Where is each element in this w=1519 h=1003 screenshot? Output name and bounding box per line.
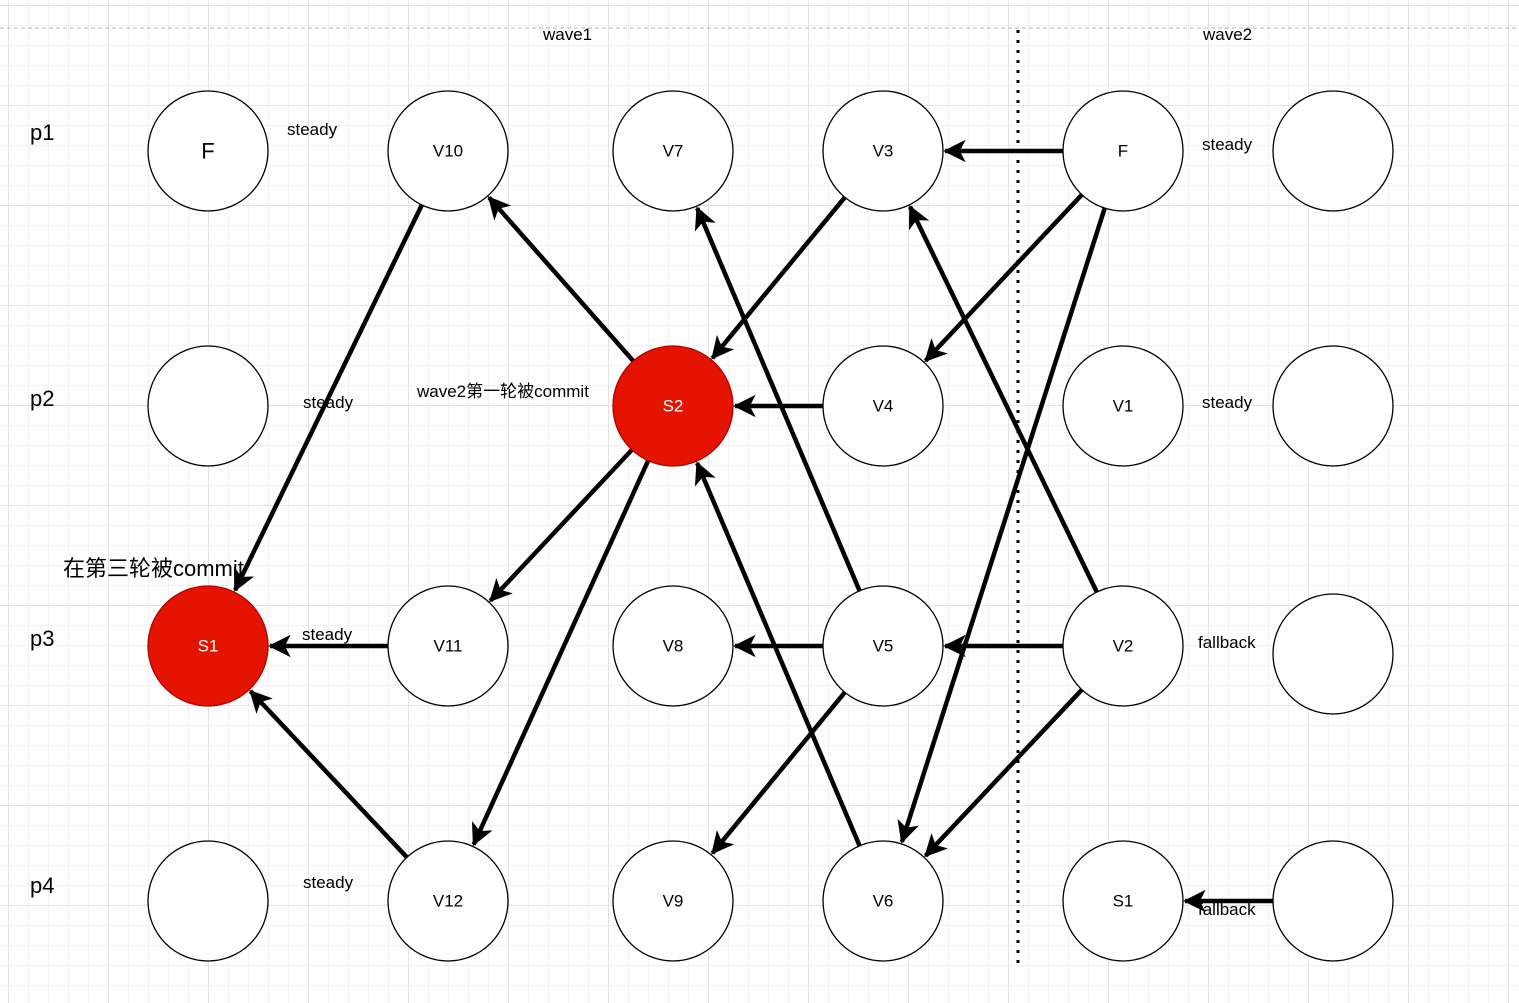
edge-n4_0-to-n3_3 [897, 207, 1107, 844]
edge-n2_1-to-n1_2 [488, 448, 634, 603]
s2-commit-note: wave2第一轮被commit [417, 382, 589, 401]
s1-commit-note: 在第三轮被commit [63, 556, 244, 581]
edge-n4_0-to-n3_1 [923, 193, 1084, 363]
node-label: S1 [1113, 892, 1134, 911]
node-n4_1: V1 [1062, 345, 1184, 467]
steady-label-p1-wave2: steady [1202, 135, 1253, 154]
node-label: V5 [873, 637, 894, 656]
node-n5_2 [1272, 593, 1394, 715]
node-n1_0: V10 [387, 90, 509, 212]
steady-label-p1-wave1: steady [287, 120, 338, 139]
node-circle [822, 90, 944, 212]
node-circle [612, 90, 734, 212]
edge-n2_1-to-n1_0 [487, 196, 635, 363]
node-n5_3 [1272, 840, 1394, 962]
node-n2_2: V8 [612, 585, 734, 707]
node-n2_0: V7 [612, 90, 734, 212]
node-label: V11 [434, 637, 463, 656]
node-n1_2: V11 [387, 585, 509, 707]
row-label-p4: p4 [30, 873, 55, 898]
node-circle [612, 585, 734, 707]
node-n3_0: V3 [822, 90, 944, 212]
node-label: V2 [1113, 637, 1134, 656]
node-circle [387, 585, 509, 707]
node-label: V6 [873, 892, 894, 911]
fallback-label-p3: fallback [1198, 633, 1256, 652]
node-label: F [1118, 142, 1128, 161]
node-label: V10 [433, 142, 463, 161]
node-label: F [201, 139, 214, 164]
edge-n3_3-to-n2_1 [694, 461, 862, 847]
node-circle [612, 840, 734, 962]
edge-n3_2-to-n2_0 [694, 206, 862, 592]
row-label-p3: p3 [30, 626, 55, 651]
node-circle [822, 345, 944, 467]
node-n2_1: S2 [612, 345, 734, 467]
node-n0_1 [147, 345, 269, 467]
node-circle [1062, 90, 1184, 212]
steady-label-p2-wave1: steady [303, 393, 354, 412]
node-label: S1 [198, 637, 219, 656]
node-circle [1272, 345, 1394, 467]
node-label: V4 [873, 397, 894, 416]
node-circle [612, 345, 734, 467]
node-n5_1 [1272, 345, 1394, 467]
node-circle [147, 345, 269, 467]
node-n0_0: F [147, 90, 269, 212]
edge-n1_0-to-n0_2 [233, 204, 424, 592]
node-circle [1062, 345, 1184, 467]
node-n0_3 [147, 840, 269, 962]
fallback-label-p4: fallback [1198, 900, 1256, 919]
node-n3_3: V6 [822, 840, 944, 962]
steady-label-p4-wave1: steady [303, 873, 354, 892]
node-n4_0: F [1062, 90, 1184, 212]
edge-n3_0-to-n2_1 [710, 195, 847, 360]
node-n2_3: V9 [612, 840, 734, 962]
steady-label-p2-wave2: steady [1202, 393, 1253, 412]
node-n4_2: V2 [1062, 585, 1184, 707]
edge-n1_3-to-n0_2 [248, 689, 409, 859]
node-circle [147, 90, 269, 212]
row-label-p1: p1 [30, 120, 55, 145]
edges-layer [233, 139, 1273, 913]
node-n3_2: V5 [822, 585, 944, 707]
node-label: V9 [663, 892, 684, 911]
node-circle [147, 585, 269, 707]
node-circle [822, 840, 944, 962]
edge-n3_2-to-n2_3 [710, 690, 847, 855]
edge-n2_1-to-n1_3 [471, 459, 651, 847]
node-circle [1062, 840, 1184, 962]
node-label: V3 [873, 142, 894, 161]
wave1-label: wave1 [543, 25, 593, 44]
wave2-label: wave2 [1203, 25, 1253, 44]
steady-label-p3-wave1: steady [302, 625, 353, 644]
node-circle [1272, 840, 1394, 962]
node-circle [387, 90, 509, 212]
node-n3_1: V4 [822, 345, 944, 467]
node-n5_0 [1272, 90, 1394, 212]
row-label-p2: p2 [30, 386, 55, 411]
edge-n4_2-to-n3_3 [923, 688, 1084, 858]
node-circle [1272, 593, 1394, 715]
node-label: V8 [663, 637, 684, 656]
node-circle [1062, 585, 1184, 707]
node-circle [1272, 90, 1394, 212]
node-label: V12 [433, 892, 463, 911]
node-circle [147, 840, 269, 962]
node-n1_3: V12 [387, 840, 509, 962]
node-n4_3: S1 [1062, 840, 1184, 962]
node-circle [822, 585, 944, 707]
node-circle [387, 840, 509, 962]
node-label: S2 [663, 397, 684, 416]
edge-n4_2-to-n3_0 [908, 205, 1099, 593]
node-label: V1 [1113, 397, 1134, 416]
node-label: V7 [663, 142, 684, 161]
node-n0_2: S1 [147, 585, 269, 707]
